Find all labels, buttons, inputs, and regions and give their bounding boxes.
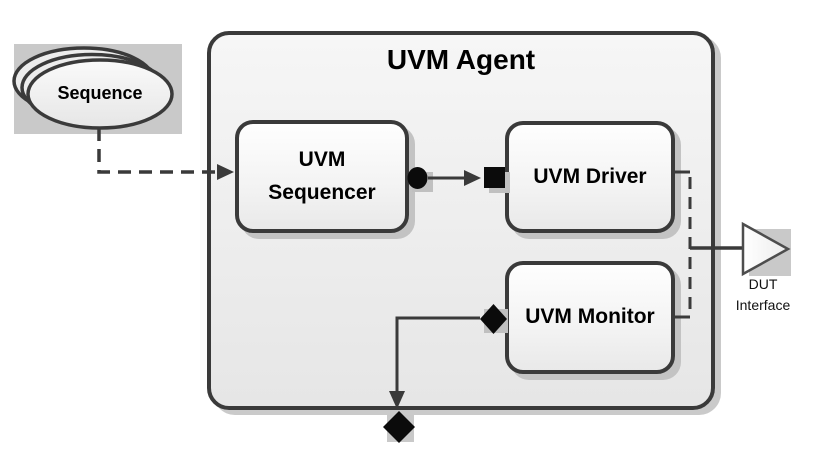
uvm-driver-label: UVM Driver xyxy=(533,164,647,188)
dut-interface-label-line2: Interface xyxy=(735,297,791,313)
sequence-to-sequencer-dashed-line xyxy=(97,128,218,174)
block-uvm-sequencer: UVM Sequencer xyxy=(235,120,409,233)
sequence-label: Sequence xyxy=(57,83,143,103)
dut-interface-label: DUT Interface xyxy=(713,274,813,316)
dut-triangle-shadow xyxy=(749,229,791,276)
uvm-agent-title: UVM Agent xyxy=(386,44,536,75)
agent-diamond-port-icon xyxy=(383,411,415,443)
triangle-arrow-icon xyxy=(741,221,791,277)
dut-interface-label-line1: DUT xyxy=(748,276,778,292)
uvm-sequencer-label: UVM Sequencer xyxy=(268,147,376,204)
agent-to-dut-arrowhead-icon xyxy=(742,240,759,256)
agent-diamond-shadow xyxy=(387,415,414,442)
sequence-ellipse-back2 xyxy=(12,46,156,116)
block-uvm-monitor: UVM Monitor xyxy=(505,261,675,374)
block-uvm-driver: UVM Driver xyxy=(505,121,675,233)
uvm-monitor-label: UVM Monitor xyxy=(525,305,655,329)
